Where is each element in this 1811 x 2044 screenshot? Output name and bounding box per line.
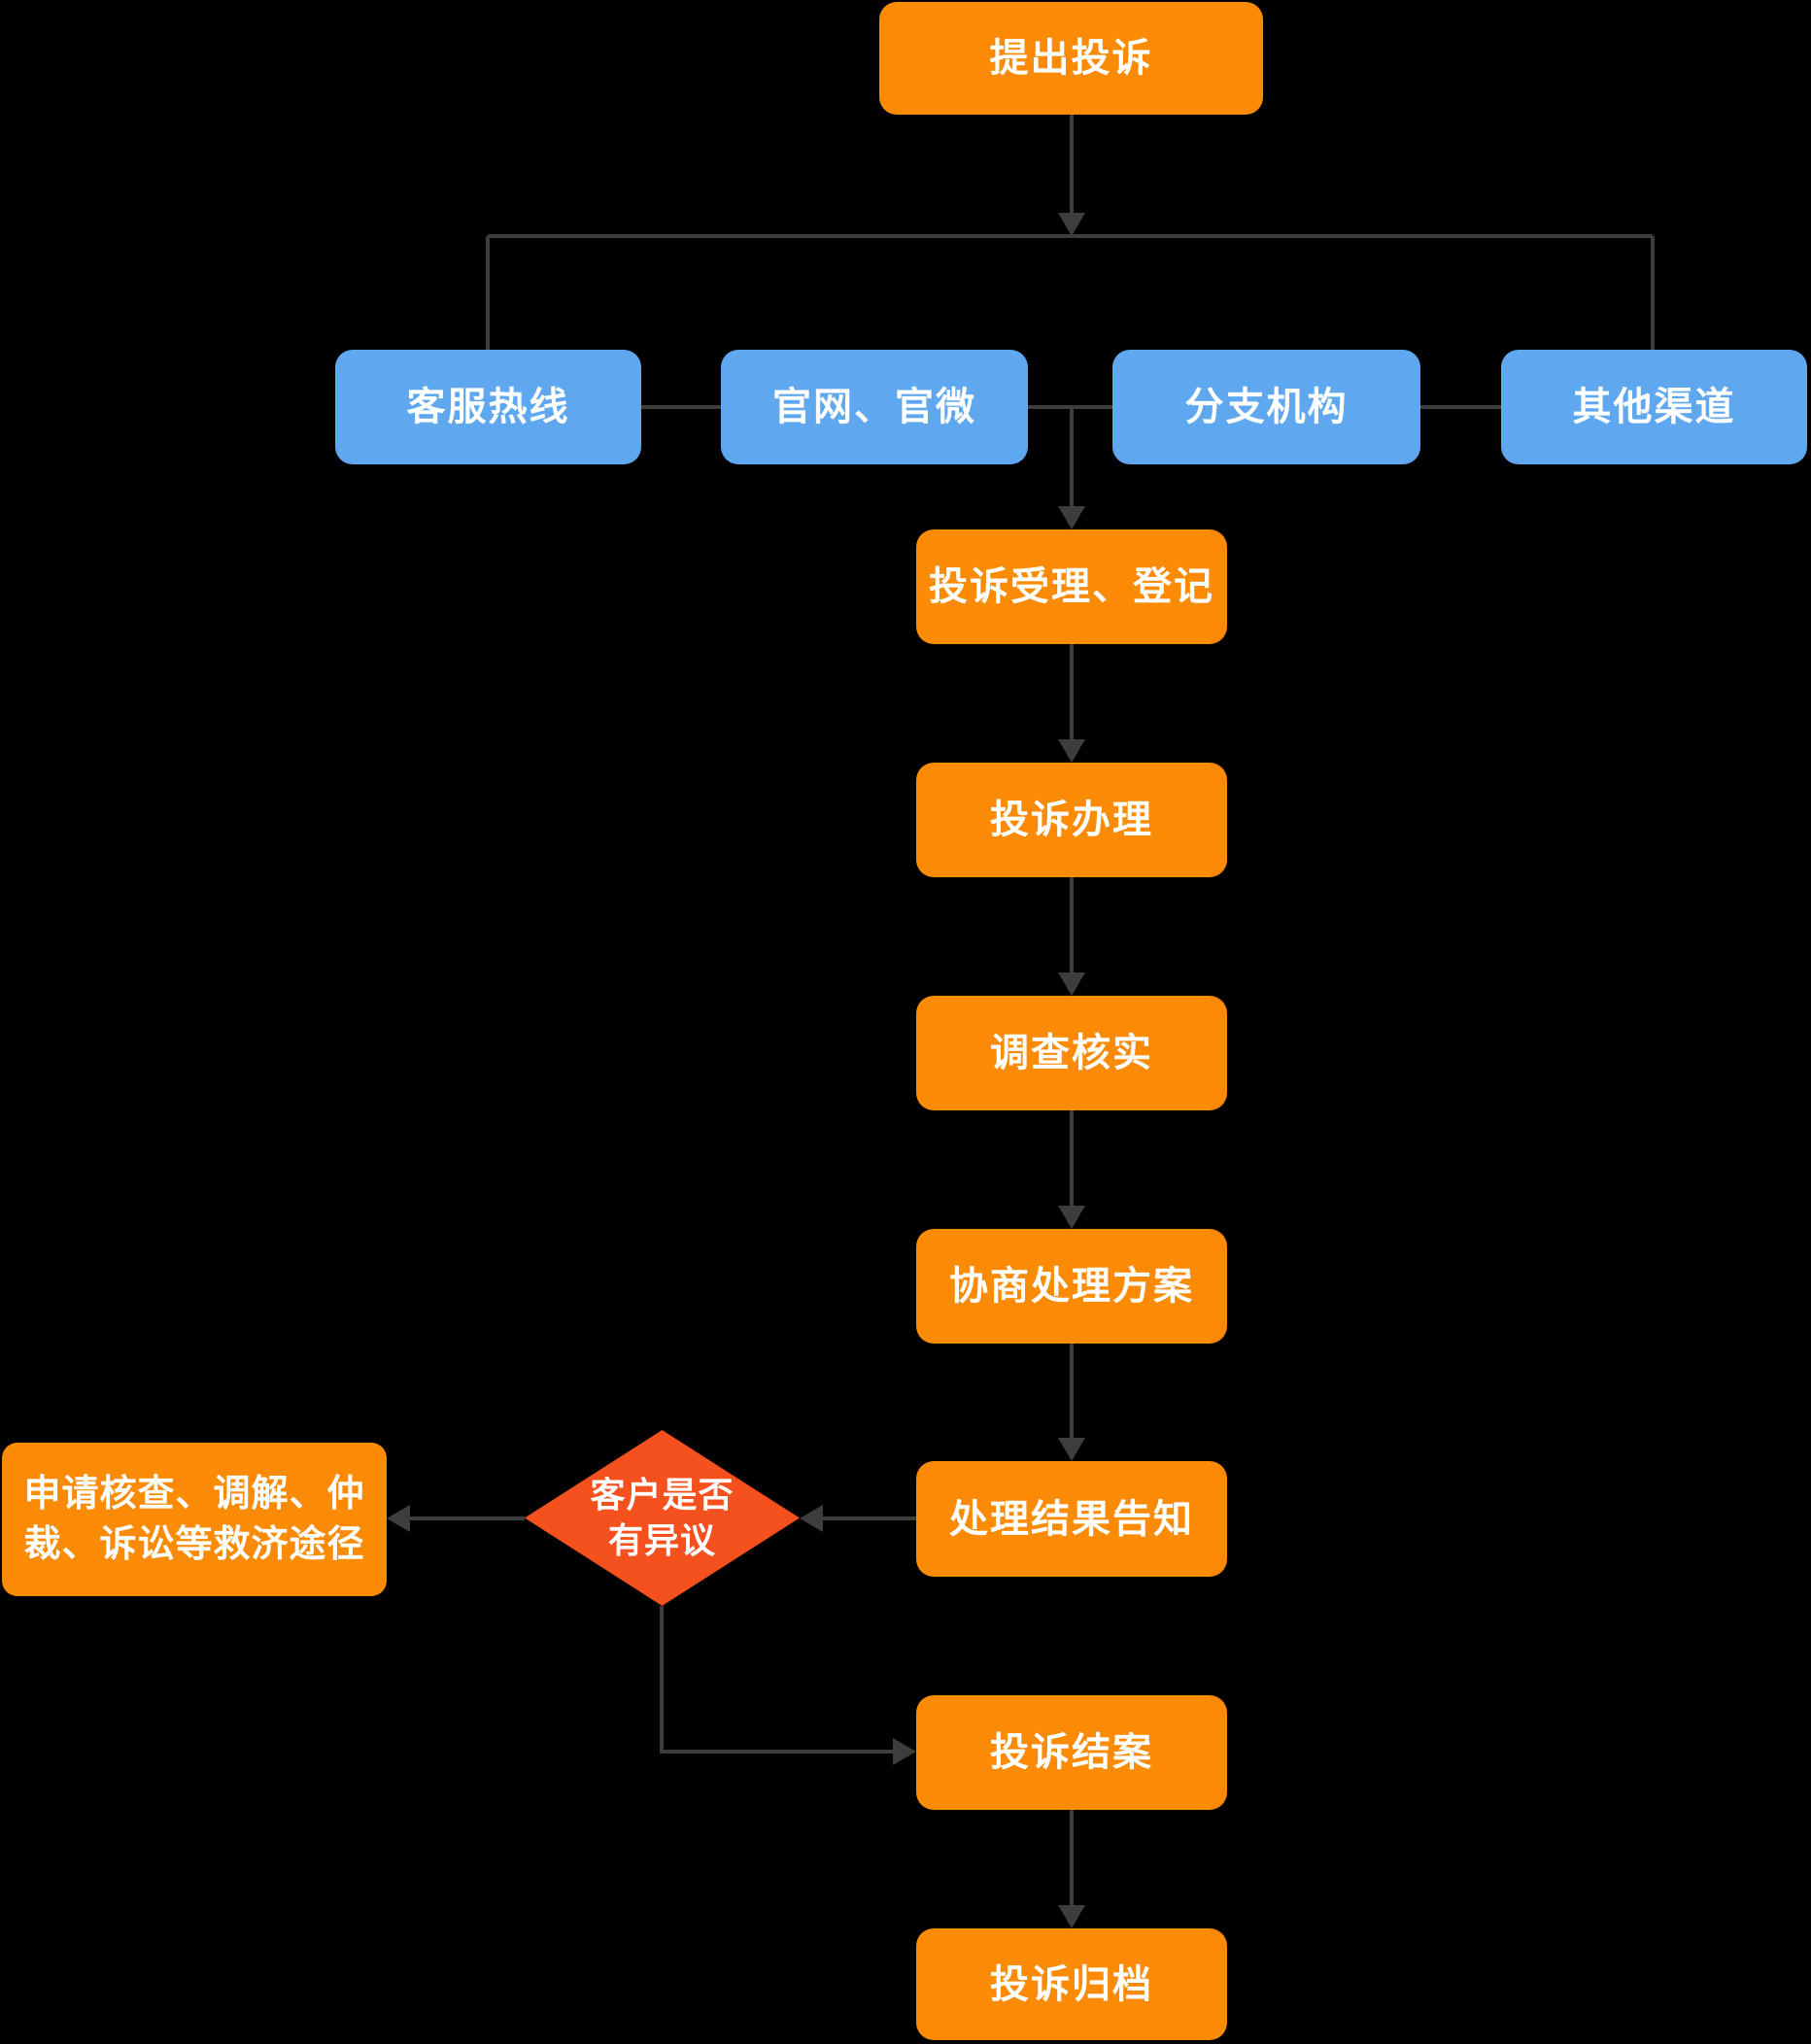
edge-decision-to-remedy bbox=[387, 1505, 525, 1532]
node-channel-other: 其他渠道 bbox=[1501, 350, 1807, 464]
node-handle-complaint-label: 投诉办理 bbox=[990, 799, 1153, 841]
node-submit-complaint-label: 提出投诉 bbox=[989, 37, 1153, 80]
node-channel-hotline-label: 客服热线 bbox=[406, 386, 570, 428]
node-decision-label-line1: 客户是否 bbox=[590, 1474, 735, 1515]
node-negotiate-plan-label: 协商处理方案 bbox=[949, 1265, 1194, 1308]
node-remedy-label-line2: 裁、诉讼等救济途径 bbox=[23, 1524, 365, 1565]
node-channel-branch-office: 分支机构 bbox=[1112, 350, 1420, 464]
node-channel-hotline: 客服热线 bbox=[335, 350, 641, 464]
node-channel-other-label: 其他渠道 bbox=[1572, 386, 1736, 428]
node-handle-complaint: 投诉办理 bbox=[916, 763, 1227, 877]
node-decision-label-line2: 有异议 bbox=[607, 1519, 716, 1560]
edge-notify-to-decision bbox=[800, 1505, 916, 1532]
node-archive-complaint-label: 投诉归档 bbox=[990, 1962, 1153, 2006]
node-close-case: 投诉结案 bbox=[916, 1695, 1227, 1810]
edge-close-to-archive bbox=[1058, 1810, 1085, 1928]
edge-handle-to-investigate bbox=[1058, 877, 1085, 996]
node-investigate-verify-label: 调查核实 bbox=[990, 1032, 1153, 1074]
node-accept-register: 投诉受理、登记 bbox=[916, 529, 1227, 644]
edge-chain-to-accept bbox=[1058, 407, 1085, 529]
node-notify-result-label: 处理结果告知 bbox=[949, 1497, 1194, 1541]
edge-accept-to-handle bbox=[1058, 644, 1085, 763]
edge-negotiate-to-notify bbox=[1058, 1344, 1085, 1461]
node-archive-complaint: 投诉归档 bbox=[916, 1928, 1227, 2040]
node-notify-result: 处理结果告知 bbox=[916, 1461, 1227, 1577]
node-submit-complaint: 提出投诉 bbox=[879, 2, 1263, 115]
node-channel-branch-office-label: 分支机构 bbox=[1184, 386, 1349, 428]
edge-branch-bar bbox=[486, 234, 1655, 350]
node-remedy-channels: 申请核查、调解、仲 裁、诉讼等救济途径 bbox=[2, 1443, 387, 1596]
edge-investigate-to-negotiate bbox=[1058, 1110, 1085, 1229]
edge-submit-to-branch bbox=[1058, 115, 1085, 236]
node-channel-website-weibo: 官网、官微 bbox=[721, 350, 1028, 464]
edge-decision-to-close bbox=[660, 1606, 916, 1765]
node-remedy-label-line1: 申请核查、调解、仲 bbox=[23, 1473, 365, 1515]
node-channel-website-weibo-label: 官网、官微 bbox=[772, 386, 976, 428]
node-accept-register-label: 投诉受理、登记 bbox=[929, 565, 1214, 608]
node-close-case-label: 投诉结案 bbox=[990, 1731, 1153, 1774]
node-investigate-verify: 调查核实 bbox=[916, 996, 1227, 1110]
node-negotiate-plan: 协商处理方案 bbox=[916, 1229, 1227, 1344]
